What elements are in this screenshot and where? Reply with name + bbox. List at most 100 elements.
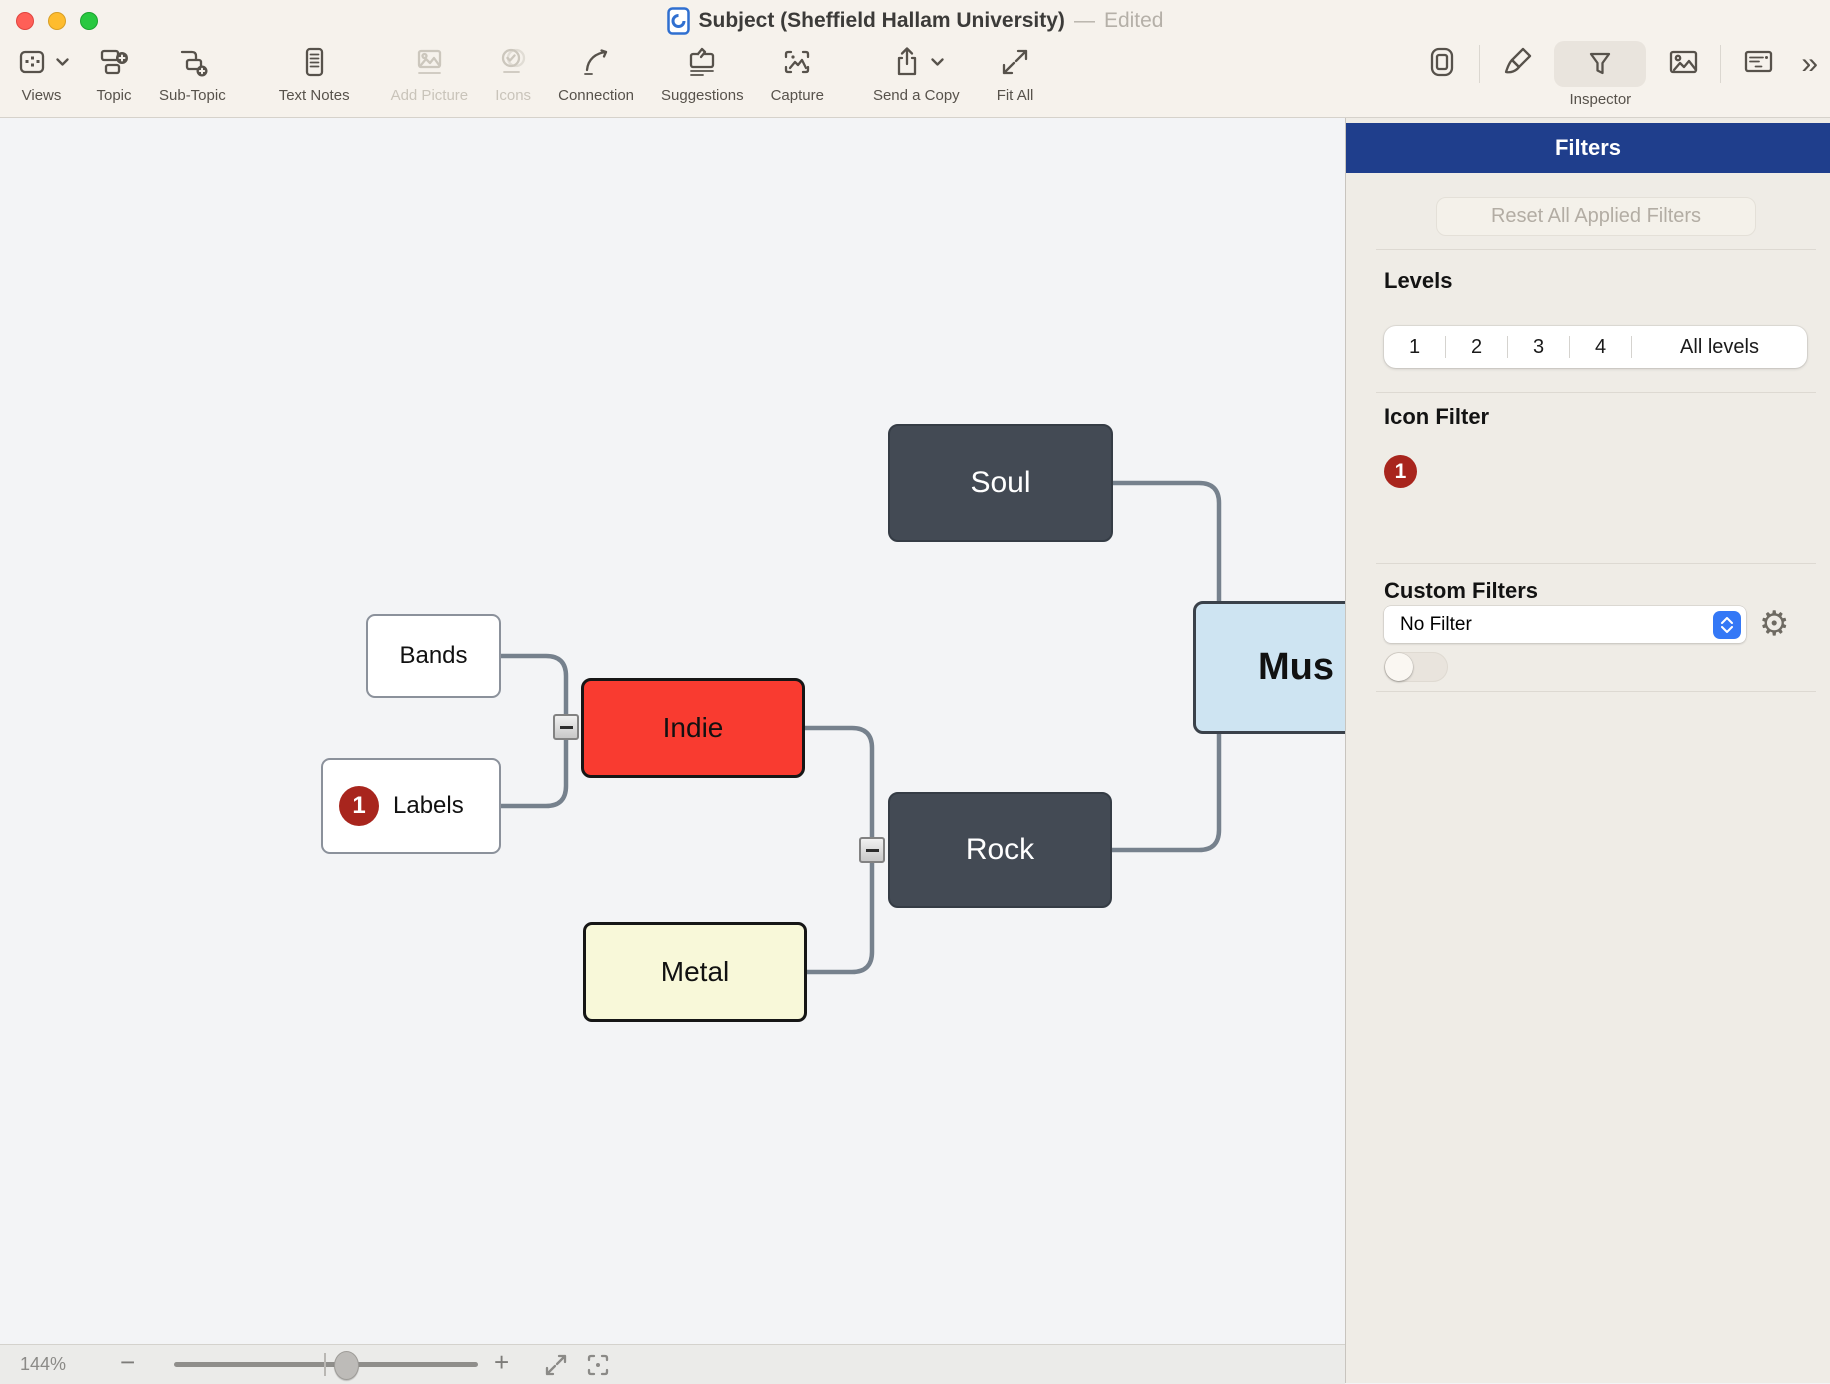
add-picture-icon xyxy=(418,49,442,74)
inspector-filter-button-wrap: Inspector xyxy=(1554,41,1647,108)
panel-title: Filters xyxy=(1346,123,1830,173)
zoom-out-button[interactable]: − xyxy=(120,1347,136,1377)
capture-button[interactable]: Capture xyxy=(771,40,824,104)
fit-all-icon xyxy=(1002,49,1028,75)
add-topic-icon xyxy=(100,49,128,75)
collapse-button-indie[interactable] xyxy=(553,714,579,740)
topic-label: Rock xyxy=(965,833,1035,866)
level-3-segment[interactable]: 3 xyxy=(1532,335,1545,358)
levels-segmented-control: 1 2 3 4 All levels xyxy=(1384,326,1807,368)
chevron-down-icon xyxy=(931,58,944,66)
zoom-slider-thumb[interactable] xyxy=(334,1351,359,1380)
level-1-segment[interactable]: 1 xyxy=(1408,335,1421,358)
connection-button[interactable]: Connection xyxy=(558,40,634,104)
views-icon xyxy=(19,50,45,74)
views-button[interactable]: Views xyxy=(14,40,69,104)
text-notes-icon xyxy=(305,47,324,77)
topic-icon-badge: 1 xyxy=(339,786,379,826)
notes-card-button[interactable] xyxy=(1740,44,1776,85)
topic-label: Metal xyxy=(660,956,730,987)
close-window-button[interactable] xyxy=(16,12,34,30)
document-icon xyxy=(666,7,690,35)
custom-filters-heading: Custom Filters xyxy=(1384,578,1539,603)
zoom-window-button[interactable] xyxy=(80,12,98,30)
zoom-slider-track[interactable] xyxy=(174,1362,478,1367)
filter-funnel-icon xyxy=(1590,52,1611,75)
text-notes-button[interactable]: Text Notes xyxy=(279,40,350,104)
divider xyxy=(1376,563,1816,564)
icons-button: Icons xyxy=(495,40,531,104)
divider xyxy=(1376,691,1816,692)
divider xyxy=(1376,392,1816,393)
status-bar: 144% − + xyxy=(0,1344,1345,1384)
topic-node-soul[interactable]: Soul xyxy=(888,424,1113,542)
add-picture-button: Add Picture xyxy=(391,40,468,104)
level-2-segment[interactable]: 2 xyxy=(1470,335,1483,358)
fit-all-button[interactable]: Fit All xyxy=(997,40,1033,104)
segment-divider xyxy=(1569,336,1570,358)
send-a-copy-button[interactable]: Send a Copy xyxy=(873,40,960,104)
edited-status: Edited xyxy=(1103,9,1164,32)
paint-brush-icon xyxy=(1505,47,1532,73)
title-row: Subject (Sheffield Hallam University) — … xyxy=(0,5,1830,37)
image-icon xyxy=(1670,50,1698,73)
window-titlebar-toolbar: Subject (Sheffield Hallam University) — … xyxy=(0,0,1830,118)
topic-node-indie[interactable]: Indie xyxy=(581,678,805,778)
icons-icon xyxy=(501,48,526,73)
capture-icon xyxy=(785,50,810,74)
topic-label: Labels xyxy=(393,792,464,819)
style-brush-button[interactable] xyxy=(1499,44,1535,85)
level-4-segment[interactable]: 4 xyxy=(1594,335,1607,358)
suggestions-icon xyxy=(690,47,715,76)
collapse-button-rock[interactable] xyxy=(859,837,885,863)
topic-node-rock[interactable]: Rock xyxy=(888,792,1112,908)
suggestions-button[interactable]: Suggestions xyxy=(661,40,744,104)
segment-divider xyxy=(1631,336,1632,358)
zoom-level: 144% xyxy=(20,1354,67,1374)
topic-label: Soul xyxy=(970,466,1031,499)
filters-tab-button[interactable] xyxy=(1554,41,1647,87)
zoom-in-button[interactable]: + xyxy=(494,1347,510,1377)
chevron-down-icon xyxy=(56,58,69,66)
toggle-knob xyxy=(1385,653,1413,681)
levels-heading: Levels xyxy=(1384,268,1453,293)
topic-node-bands[interactable]: Bands xyxy=(366,614,501,698)
minimize-window-button[interactable] xyxy=(48,12,66,30)
icon-filter-heading: Icon Filter xyxy=(1384,404,1490,429)
topic-label: Indie xyxy=(662,712,724,743)
filter-settings-gear-icon[interactable]: ⚙ xyxy=(1759,604,1790,644)
custom-filter-dropdown[interactable]: No Filter xyxy=(1384,606,1746,643)
add-sub-topic-icon xyxy=(181,50,208,77)
toolbar-separator xyxy=(1479,45,1481,83)
toolbar-separator xyxy=(1720,45,1722,83)
topic-label: Mus xyxy=(1258,646,1334,688)
inspector-label: Inspector xyxy=(1569,91,1632,108)
window-title: Subject (Sheffield Hallam University) xyxy=(698,9,1065,32)
panel-layout-icon xyxy=(1431,47,1454,76)
fit-all-icon[interactable] xyxy=(543,1352,569,1383)
reset-filters-button[interactable]: Reset All Applied Filters xyxy=(1436,197,1756,236)
image-inspector-button[interactable] xyxy=(1665,44,1701,85)
segment-divider xyxy=(1445,336,1446,358)
sub-topic-button[interactable]: Sub-Topic xyxy=(159,40,226,104)
icon-filter-badge-1[interactable]: 1 xyxy=(1384,455,1417,488)
segment-divider xyxy=(1507,336,1508,358)
topic-node-labels[interactable]: 1 Labels xyxy=(321,758,501,854)
topic-button[interactable]: Topic xyxy=(96,40,132,104)
all-levels-segment[interactable]: All levels xyxy=(1680,335,1759,358)
divider xyxy=(1376,249,1816,250)
center-selection-icon[interactable] xyxy=(585,1352,611,1383)
connection-icon xyxy=(584,49,608,75)
dropdown-stepper-icon xyxy=(1713,610,1741,639)
panel-layout-button[interactable] xyxy=(1424,44,1460,85)
filters-inspector-panel: Filters Reset All Applied Filters Levels… xyxy=(1345,118,1830,1383)
custom-filter-toggle[interactable] xyxy=(1384,652,1448,682)
dropdown-selected-value: No Filter xyxy=(1400,613,1472,635)
topic-label: Bands xyxy=(399,642,468,669)
topic-node-metal[interactable]: Metal xyxy=(583,922,807,1022)
zoom-slider-center-tick xyxy=(324,1353,326,1376)
title-separator: — xyxy=(1073,9,1095,32)
toolbar-right-group: Inspector » xyxy=(1424,40,1818,108)
toolbar-overflow-button[interactable]: » xyxy=(1801,47,1818,80)
share-icon xyxy=(897,47,916,76)
